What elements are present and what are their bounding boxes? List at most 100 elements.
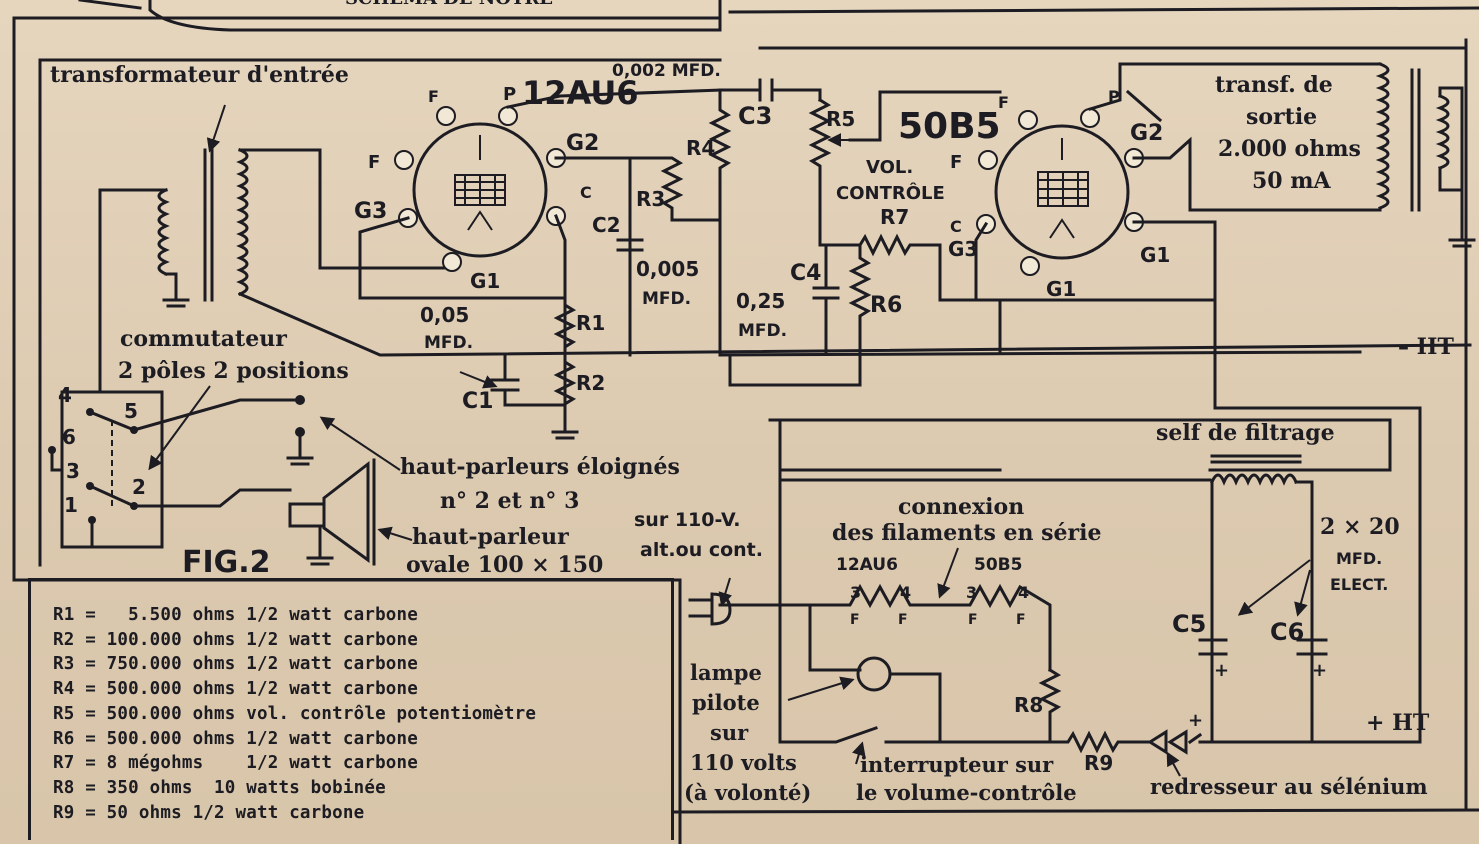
c1-label: C1 [462, 389, 493, 414]
r2-label: R2 [576, 371, 605, 395]
r9-label: R9 [1084, 751, 1113, 775]
fil-f3: F [968, 612, 978, 628]
pin-4b [1018, 110, 1038, 130]
mains-label-1: sur 110-V. [634, 509, 740, 531]
wire-tube2-g3 [974, 221, 989, 302]
out-tr-label-3: 2.000 ohms [1218, 136, 1361, 162]
resistor-r1 [553, 296, 577, 357]
hp-eloignes-2: n° 2 et n° 3 [440, 488, 579, 514]
wire-lamp-out [888, 672, 1052, 744]
fil-pin4a: 4 [900, 583, 911, 602]
commutateur-label-1: commutateur [120, 326, 287, 352]
legend-row: R8 = 350 ohms 10 watts bobinée [53, 777, 386, 798]
tube2-g1-right: G1 [1140, 243, 1170, 267]
legend-row: R1 = 5.500 ohms 1/2 watt carbone [53, 605, 419, 625]
sw-pin-2: 2 [132, 475, 146, 499]
c4-value-2: MFD. [738, 321, 787, 341]
tube1-g1: G1 [470, 269, 500, 293]
lampe-label-2: pilote [692, 690, 760, 715]
minus-ht-label: – HT [1398, 334, 1454, 360]
fil-50b5-label: 50B5 [974, 555, 1022, 575]
loudspeaker [288, 458, 376, 566]
r4-label: R4 [686, 136, 715, 160]
pin-5b [1080, 108, 1100, 128]
wire-tube2-g1b [998, 220, 1217, 302]
c1-value-2: MFD. [424, 333, 473, 353]
redresseur-arrow [1166, 751, 1181, 777]
out-tr-label-2: sortie [1246, 104, 1317, 130]
wire-r5-wiper [848, 90, 1002, 142]
commutator [48, 390, 302, 549]
c2-value-2: MFD. [642, 289, 691, 309]
capacitor-c5 [1198, 638, 1228, 656]
tube1-f-top: F [428, 87, 439, 106]
resistor-r4 [708, 88, 732, 357]
redresseur-label: redresseur au sélénium [1150, 774, 1428, 799]
interrupteur-arrow [852, 741, 866, 765]
wire-c3 [718, 88, 822, 102]
volume-switch [778, 478, 942, 744]
resistor-r5 [808, 97, 862, 247]
top-rule [728, 6, 1479, 14]
tube1-p: P [503, 84, 516, 105]
tube-50b5 [976, 108, 1144, 276]
pin-3 [394, 150, 414, 170]
legend-row: R9 = 50 ohms 1/2 watt carbone [53, 802, 365, 823]
tube2-f-left: F [950, 152, 962, 173]
remote-spk-ground [286, 430, 314, 466]
capacitor-c3 [758, 78, 774, 102]
wire-tube2-g2 [1132, 136, 1382, 212]
c2-label: C2 [592, 213, 621, 237]
resistor-r3 [628, 156, 722, 222]
commutateur-label-2: 2 pôles 2 positions [118, 358, 349, 384]
self-label: self de filtrage [1156, 420, 1335, 446]
fil-pin3a: 3 [850, 583, 861, 602]
tube2-g1: G1 [1046, 277, 1076, 301]
sw-pin-1: 1 [64, 493, 78, 517]
legend-row: R2 = 100.000 ohms 1/2 watt carbone [53, 629, 419, 650]
out-tr-label-1: transf. de [1215, 72, 1333, 98]
tube2-g2: G2 [1130, 121, 1163, 146]
r1-label: R1 [576, 311, 605, 335]
pin-3b [978, 150, 998, 170]
r7-label: R7 [880, 205, 909, 229]
wire-p-stub [1125, 89, 1163, 123]
sw-pin-4: 4 [58, 383, 72, 407]
fil-pin4b: 4 [1018, 583, 1029, 602]
mains-label-2: alt.ou cont. [640, 539, 763, 561]
sw-pin-5: 5 [124, 399, 138, 423]
r8-label: R8 [1014, 693, 1043, 717]
c4-label: C4 [790, 261, 821, 286]
selenium-rectifier [1147, 729, 1203, 755]
legend-row: R5 = 500.000 ohms vol. contrôle potentio… [53, 703, 537, 724]
rect-plus: + [1188, 710, 1203, 731]
lamp-arrow [787, 676, 855, 701]
elect-label-3: ELECT. [1330, 575, 1388, 594]
c3-value: 0,002 MFD. [612, 61, 721, 81]
fil-f2: F [898, 612, 908, 628]
input-transformer-label: transformateur d'entrée [50, 62, 349, 88]
remote-spk-arrow [319, 416, 401, 471]
resistor-r2 [551, 353, 579, 440]
lampe-label-1: lampe [690, 660, 762, 685]
wire-lamp [808, 603, 862, 672]
c2-value-1: 0,005 [636, 257, 699, 281]
legend-row: R6 = 500.000 ohms 1/2 watt carbone [53, 728, 419, 749]
tube2-label: 50B5 [898, 106, 1001, 147]
c1-value-1: 0,05 [420, 303, 469, 327]
pin-5 [498, 106, 518, 126]
r6-label: R6 [870, 293, 902, 318]
remote-spk-terminal-1 [295, 395, 305, 405]
tube2-f-top: F [998, 93, 1009, 112]
caption-box [148, 0, 722, 32]
frame-bottom [672, 808, 1479, 814]
r5-label: R5 [826, 107, 855, 131]
resistor-r8 [1038, 667, 1062, 744]
connexion-label-1: connexion [898, 494, 1024, 520]
connexion-label-2: des filaments en série [832, 520, 1102, 546]
c6-label: C6 [1270, 618, 1304, 646]
tube1-g2: G2 [566, 131, 599, 156]
c1-arrow [459, 371, 498, 389]
fil-f1: F [850, 612, 860, 628]
